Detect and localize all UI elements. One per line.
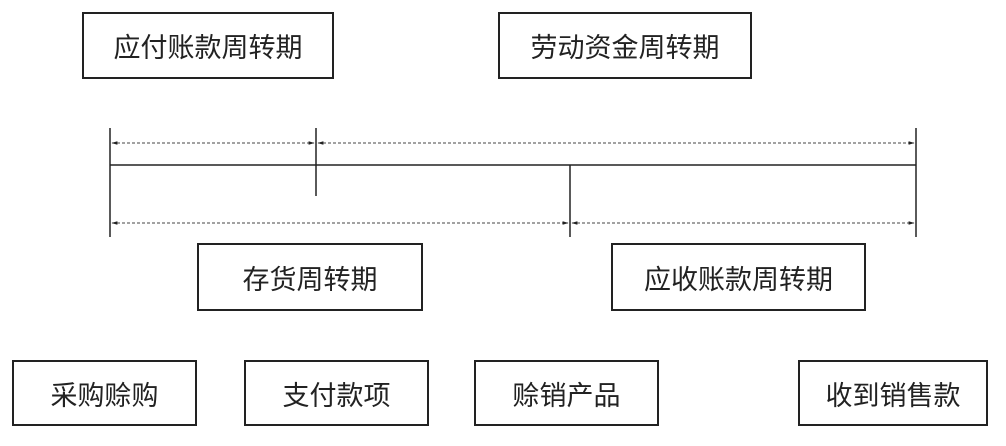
event-sell-on-credit: 赊销产品 bbox=[474, 360, 659, 426]
receivables-period-label: 应收账款周转期 bbox=[611, 243, 866, 311]
event-purchase-on-credit: 采购赊购 bbox=[12, 360, 197, 426]
inventory-period-label: 存货周转期 bbox=[197, 243, 423, 311]
event-pay-account: 支付款项 bbox=[244, 360, 429, 426]
event-collect-sales: 收到销售款 bbox=[798, 360, 988, 426]
working-capital-period-label: 劳动资金周转期 bbox=[498, 12, 752, 79]
payables-period-label: 应付账款周转期 bbox=[82, 12, 334, 79]
